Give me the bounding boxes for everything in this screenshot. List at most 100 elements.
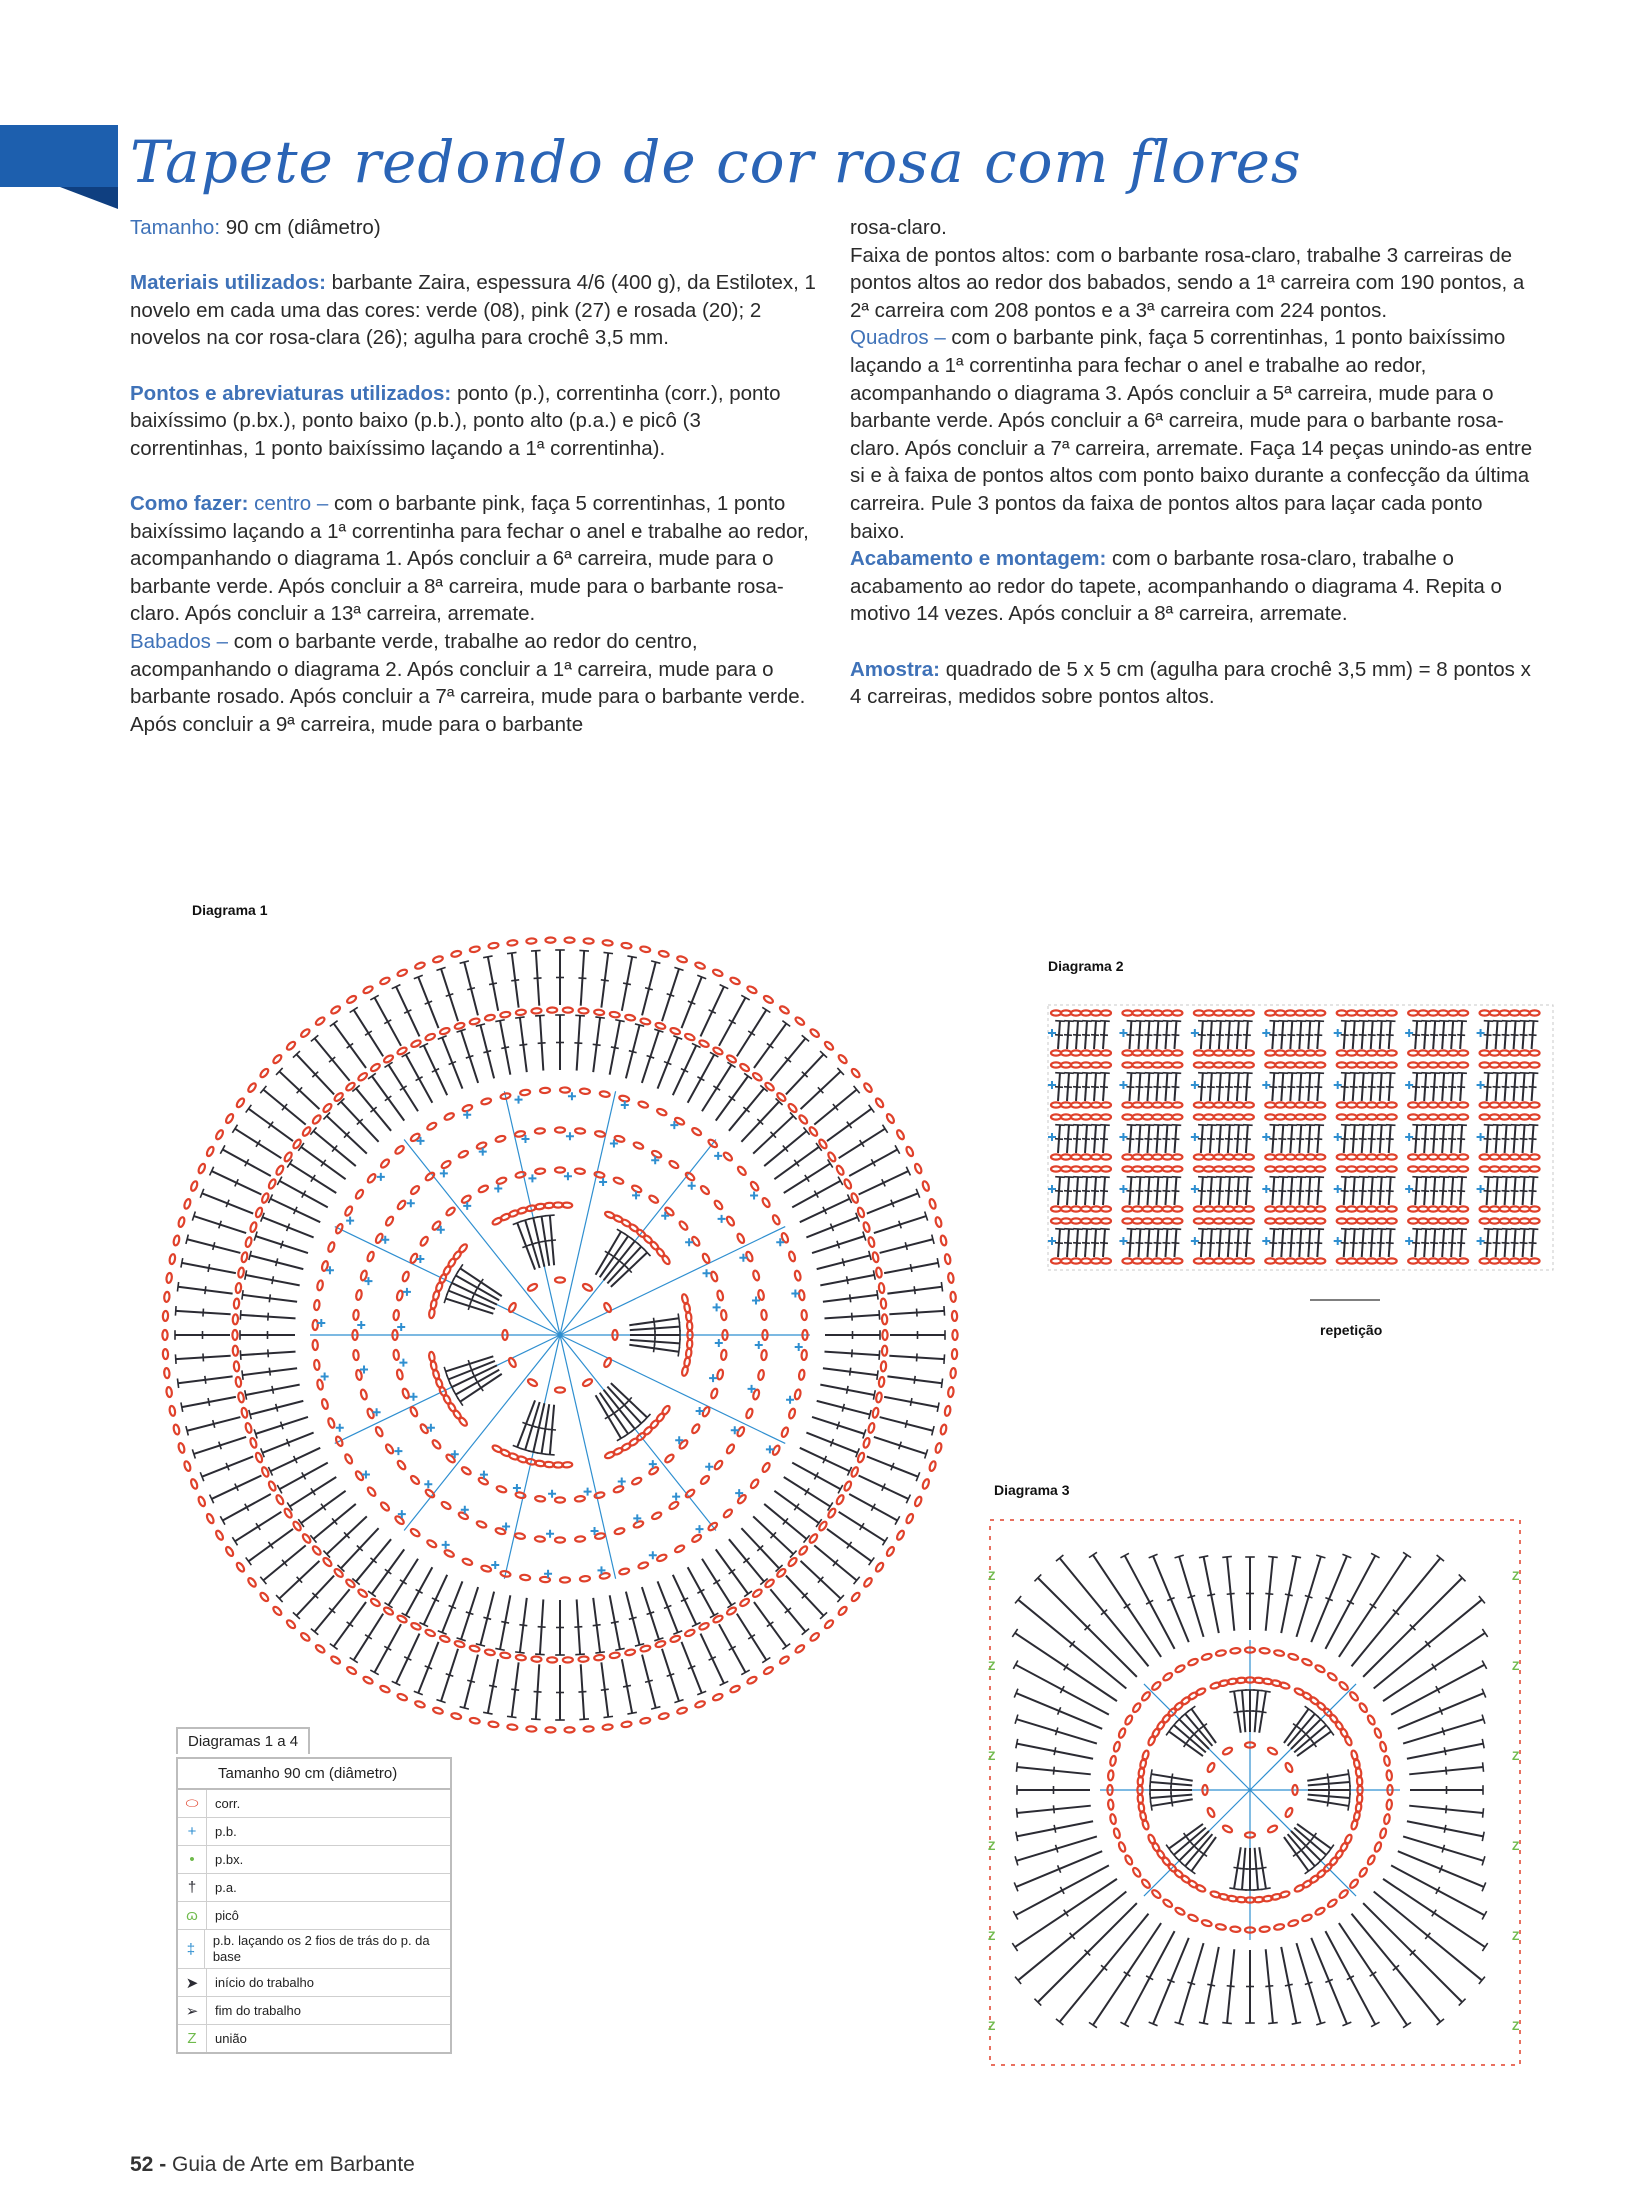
chain-stitch-mark [1408, 1102, 1418, 1107]
legend-symbol-icon: ɷ [178, 1902, 207, 1929]
double-stitch-crossbar [1091, 1191, 1099, 1192]
chain-stitch-mark [1152, 1154, 1162, 1159]
chain-stitch-mark [526, 1726, 536, 1732]
chain-stitch-mark [1337, 1010, 1347, 1015]
chain-stitch-mark [1224, 1154, 1234, 1159]
chain-stitch-mark [1438, 1218, 1448, 1223]
double-stitch-crossbar [534, 978, 542, 979]
chain-stitch-mark [872, 1252, 879, 1263]
double-stitch-crossbar [654, 1344, 655, 1352]
double-stitch-top [483, 1712, 492, 1714]
chain-stitch-mark [169, 1405, 176, 1416]
chain-stitch-mark [428, 1351, 435, 1362]
chain-stitch-mark [241, 1407, 248, 1418]
single-stitch-mark [548, 1490, 556, 1498]
double-stitch-crossbar [1265, 1986, 1273, 1987]
chain-stitch-mark [1458, 1218, 1468, 1223]
chain-stitch-mark [1490, 1010, 1500, 1015]
chain-stitch-mark [1367, 1050, 1377, 1055]
union-mark: Z [1512, 1929, 1519, 1943]
double-stitch-crossbar [1529, 1139, 1537, 1140]
double-stitch-crossbar [272, 1276, 273, 1284]
union-mark: Z [988, 1929, 995, 1943]
double-stitch-top [1082, 1177, 1092, 1178]
double-stitch-crossbar [213, 1420, 215, 1428]
double-stitch-crossbar [538, 1043, 546, 1044]
chain-stitch-mark [1194, 1258, 1204, 1263]
chain-stitch-mark [488, 942, 499, 949]
chain-stitch-mark [1172, 1258, 1182, 1263]
double-stitch-crossbar [601, 1689, 609, 1690]
chain-stitch-mark [1265, 1050, 1275, 1055]
single-stitch-mark [1477, 1185, 1485, 1193]
double-stitch-top [1225, 1177, 1235, 1178]
chain-stitch-mark [1267, 1746, 1278, 1756]
chain-stitch-mark [481, 1097, 492, 1105]
chain-stitch-mark [850, 1068, 861, 1079]
chain-stitch-mark [643, 1234, 654, 1245]
double-stitch-top [1439, 1177, 1449, 1178]
chain-stitch-mark [678, 1220, 689, 1231]
double-stitch-top [1016, 1832, 1018, 1841]
chain-stitch-mark [604, 1451, 615, 1460]
single-stitch-mark [1191, 1081, 1199, 1089]
double-stitch-top [1421, 1073, 1431, 1074]
chain-stitch-mark [206, 1146, 215, 1157]
legend-symbol-icon: ‡ [178, 1930, 205, 1968]
double-stitch-crossbar [534, 1692, 542, 1693]
double-stitch-top [744, 1073, 752, 1079]
double-stitch-top [869, 1557, 875, 1565]
chain-stitch-mark [441, 1160, 452, 1170]
double-stitch-crossbar [1296, 1087, 1304, 1088]
double-stitch-crossbar [1296, 1035, 1304, 1036]
legend-row: ‡p.b. laçando os 2 fios de trás do p. da… [178, 1930, 450, 1969]
chain-stitch-mark [1357, 1114, 1367, 1119]
chain-stitch-mark [1206, 1807, 1216, 1818]
size-paragraph: Tamanho: 90 cm (diâmetro) [130, 214, 820, 242]
chain-stitch-mark [713, 1199, 723, 1210]
chain-stitch-mark [1152, 1206, 1162, 1211]
chain-stitch-mark [1480, 1206, 1490, 1211]
double-stitch-top [873, 1390, 875, 1399]
chain-stitch-mark [668, 1501, 679, 1511]
chain-stitch-mark [1500, 1114, 1510, 1119]
chain-stitch-mark [875, 1097, 885, 1108]
size-label: Tamanho: [130, 216, 220, 239]
chain-stitch-mark [206, 1513, 215, 1524]
double-stitch-crossbar [208, 1398, 209, 1406]
double-stitch-top [1216, 1073, 1226, 1074]
chain-stitch-mark [1142, 1258, 1152, 1263]
chain-stitch-mark [1428, 1062, 1438, 1067]
chain-stitch-mark [1194, 1114, 1204, 1119]
chain-stitch-mark [761, 1462, 771, 1473]
chain-stitch-mark [787, 1103, 798, 1114]
chain-stitch-mark [1275, 1050, 1285, 1055]
chain-stitch-mark [1109, 1814, 1116, 1825]
double-stitch-crossbar [574, 1043, 582, 1044]
double-stitch-top [1430, 1177, 1440, 1178]
single-stitch-mark [515, 1096, 523, 1104]
chain-stitch-mark [1295, 1102, 1305, 1107]
chain-stitch-mark [1428, 1050, 1438, 1055]
chain-stitch-mark [560, 1087, 570, 1092]
double-stitch-top [1296, 1073, 1306, 1074]
double-stitch-crossbar [1234, 1087, 1242, 1088]
legend-row: Zunião [178, 2025, 450, 2052]
chain-stitch-mark [824, 1619, 835, 1630]
double-stitch-top [1520, 1229, 1530, 1230]
double-stitch-crossbar [519, 1625, 527, 1626]
materials-paragraph: Materiais utilizados: barbante Zaira, es… [130, 269, 820, 352]
chain-stitch-mark [1510, 1218, 1520, 1223]
double-stitch-top [1439, 1021, 1449, 1022]
double-stitch-crossbar [917, 1309, 918, 1317]
double-stitch-crossbar [1278, 1139, 1286, 1140]
chain-stitch-mark [1315, 1010, 1325, 1015]
double-stitch-top [1502, 1125, 1512, 1126]
chain-stitch-mark [564, 1727, 574, 1732]
chain-stitch-mark [1081, 1114, 1091, 1119]
chain-stitch-mark [1510, 1258, 1520, 1263]
chain-stitch-mark [1210, 1890, 1221, 1898]
chain-stitch-mark [1265, 1114, 1275, 1119]
double-stitch-crossbar [1207, 1035, 1215, 1036]
chain-stitch-mark [1161, 1713, 1171, 1724]
